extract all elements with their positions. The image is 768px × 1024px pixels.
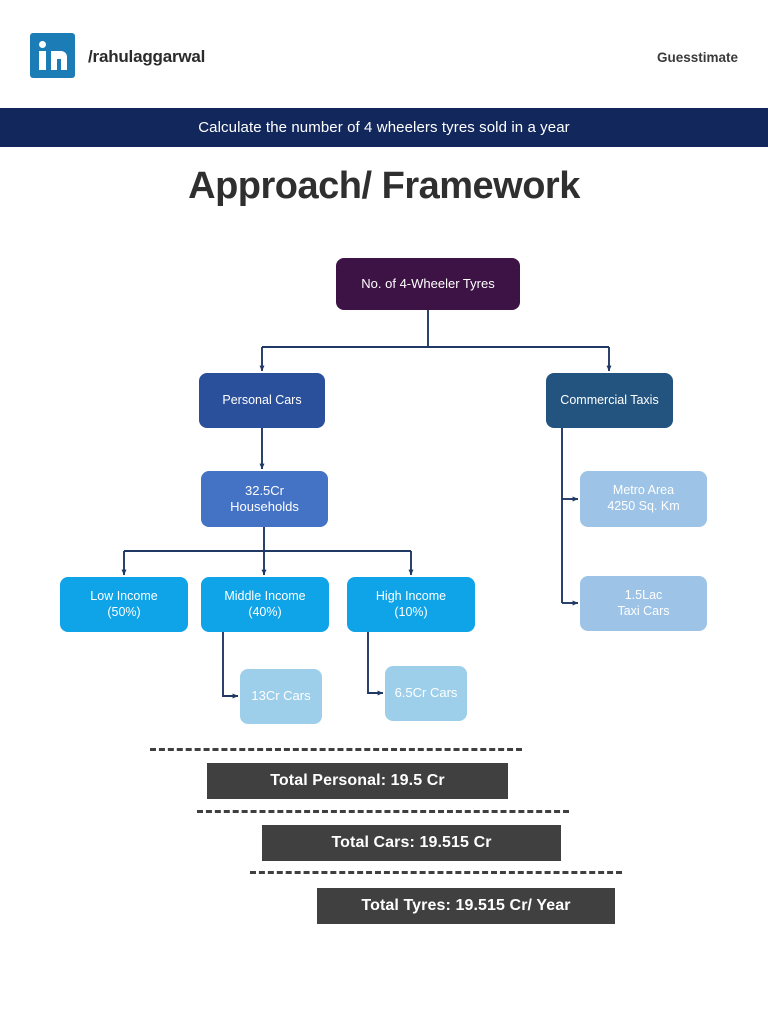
page-title: Approach/ Framework — [188, 165, 580, 207]
divider-total-cars — [197, 810, 569, 813]
node-root[interactable]: No. of 4-Wheeler Tyres — [336, 258, 520, 310]
total-personal-bar: Total Personal: 19.5 Cr — [207, 763, 508, 799]
total-cars-bar: Total Cars: 19.515 Cr — [262, 825, 561, 861]
edge-high-highcars — [367, 632, 384, 696]
node-households[interactable]: 32.5Cr Households — [201, 471, 328, 527]
question-banner: Calculate the number of 4 wheelers tyres… — [0, 108, 768, 147]
total-tyres-bar: Total Tyres: 19.515 Cr/ Year — [317, 888, 615, 924]
node-personal-cars[interactable]: Personal Cars — [199, 373, 325, 428]
page-header: /rahulaggarwal Guesstimate — [0, 0, 768, 105]
node-metro-area[interactable]: Metro Area 4250 Sq. Km — [580, 471, 707, 527]
node-high-cars[interactable]: 6.5Cr Cars — [385, 666, 467, 721]
edge-middle-midcars — [222, 632, 239, 699]
node-mid-cars[interactable]: 13Cr Cars — [240, 669, 322, 724]
question-banner-text: Calculate the number of 4 wheelers tyres… — [198, 119, 570, 136]
node-high-income[interactable]: High Income (10%) — [347, 577, 475, 632]
node-commercial-taxis[interactable]: Commercial Taxis — [546, 373, 673, 428]
divider-total-tyres — [250, 871, 622, 874]
linkedin-handle: /rahulaggarwal — [88, 47, 206, 66]
node-middle-income[interactable]: Middle Income (40%) — [201, 577, 329, 632]
node-taxi-cars[interactable]: 1.5Lac Taxi Cars — [580, 576, 707, 631]
divider-total-personal — [150, 748, 522, 751]
category-label: Guesstimate — [656, 50, 738, 65]
linkedin-icon — [30, 33, 75, 78]
node-low-income[interactable]: Low Income (50%) — [60, 577, 188, 632]
